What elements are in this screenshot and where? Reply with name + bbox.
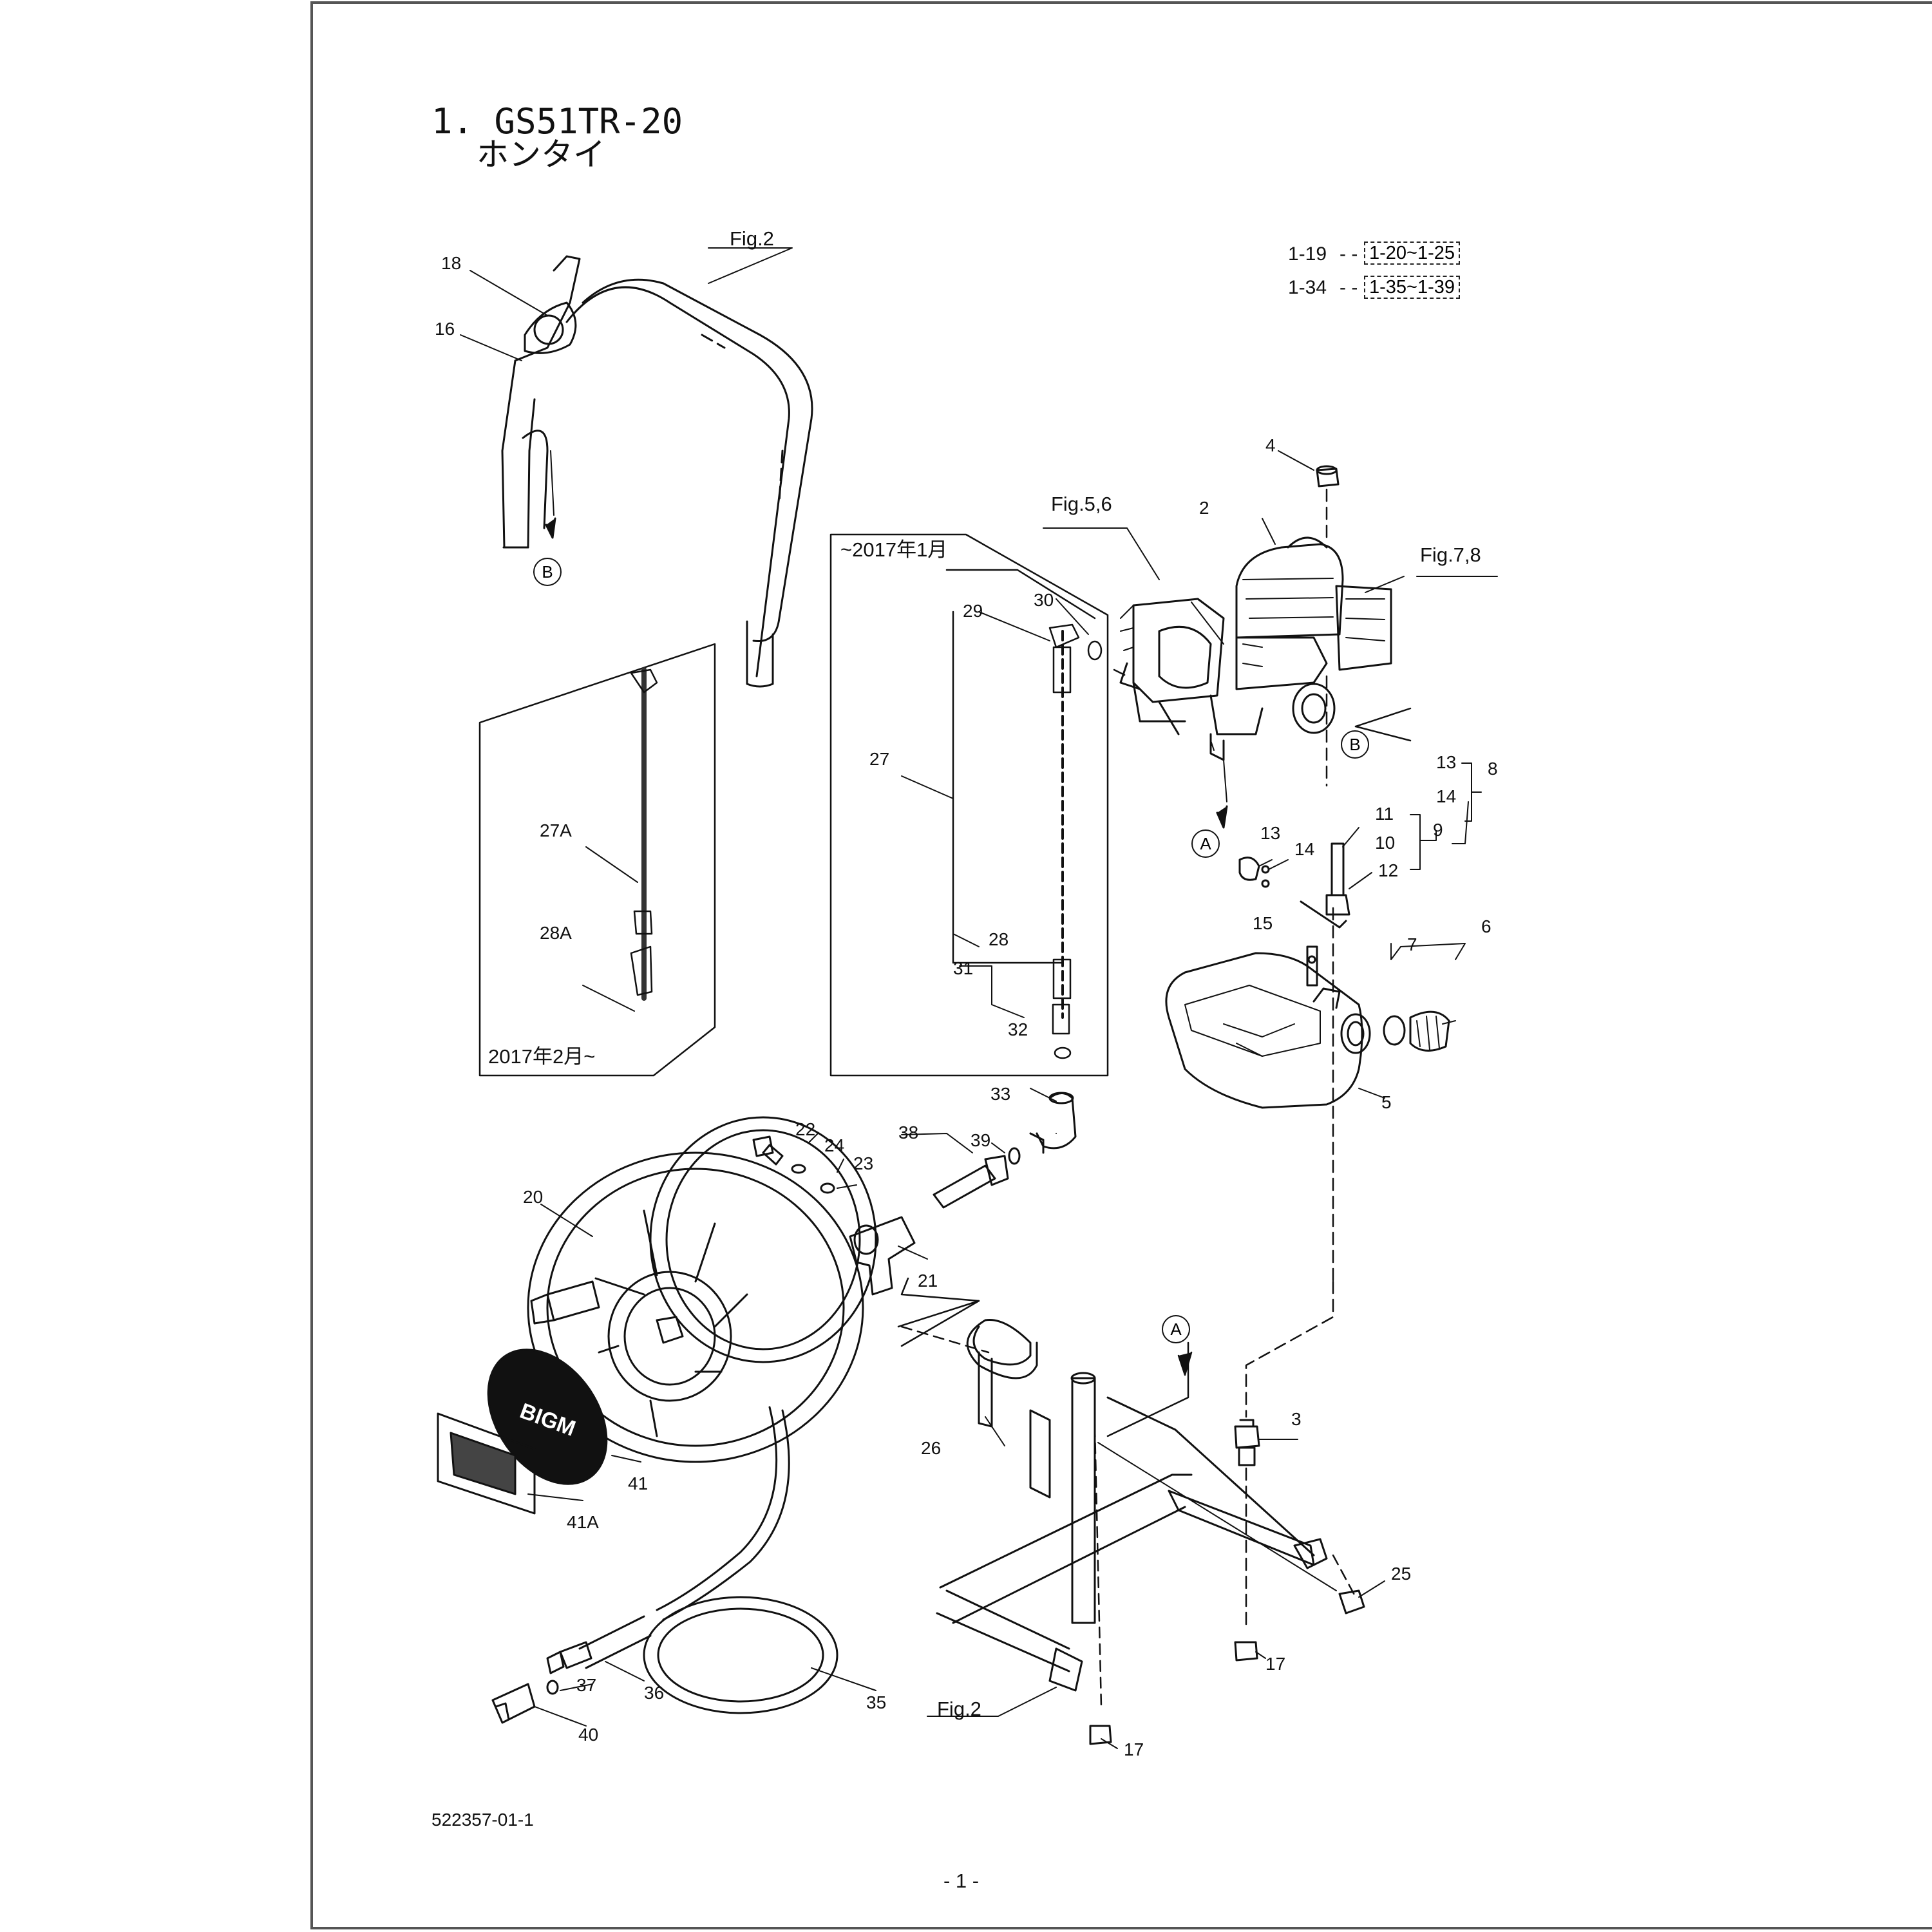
fig2-ref-bottom: Fig.2 bbox=[937, 1698, 981, 1720]
leader-lines bbox=[460, 247, 1498, 1749]
part-label-7: 7 bbox=[1407, 934, 1417, 954]
part-label-27: 27 bbox=[869, 749, 890, 769]
part-label-18: 18 bbox=[441, 253, 462, 273]
drawing-number: 522357-01-1 bbox=[431, 1810, 534, 1830]
part-label-40: 40 bbox=[578, 1725, 599, 1745]
washer-24 bbox=[791, 1164, 806, 1174]
part-label-33: 33 bbox=[990, 1084, 1011, 1104]
part-label-8: 8 bbox=[1488, 759, 1498, 779]
part-label-4: 4 bbox=[1265, 435, 1276, 455]
nut-25 bbox=[1338, 1589, 1365, 1615]
bolt-22 bbox=[752, 1135, 784, 1166]
part-label-41a: 41A bbox=[567, 1512, 599, 1532]
decal-41A bbox=[437, 1412, 536, 1515]
elbow-33 bbox=[1029, 1092, 1077, 1154]
part-label-25: 25 bbox=[1391, 1564, 1412, 1584]
hose-hook-26 bbox=[966, 1318, 1038, 1428]
part-label-15: 15 bbox=[1253, 913, 1273, 933]
page-title: 1. GS51TR-20 bbox=[431, 101, 683, 142]
a-leader bbox=[1106, 1341, 1193, 1437]
range-note-1-box: 1-20~1-25 bbox=[1364, 242, 1461, 265]
washer-37 bbox=[546, 1680, 559, 1695]
part-label-28: 28 bbox=[989, 929, 1009, 949]
hose-35 bbox=[546, 1406, 838, 1714]
engine-alignment-lines bbox=[1113, 488, 1334, 1283]
fig2-ref-top: Fig.2 bbox=[730, 227, 774, 250]
variant-box-new bbox=[478, 643, 716, 1077]
b-leader bbox=[1354, 707, 1412, 742]
connector-b-top: B bbox=[533, 558, 562, 586]
range-note-1-from: 1-19 bbox=[1288, 243, 1327, 265]
part-label-10: 10 bbox=[1375, 833, 1396, 853]
range-note-2-from: 1-34 bbox=[1288, 277, 1327, 298]
part-label-28a: 28A bbox=[540, 923, 572, 943]
part-label-11: 11 bbox=[1375, 804, 1394, 824]
part-label-37: 37 bbox=[576, 1675, 597, 1695]
part-label-14-right: 14 bbox=[1436, 786, 1457, 806]
part-label-6: 6 bbox=[1481, 916, 1492, 936]
part-label-16: 16 bbox=[435, 319, 455, 339]
page-number: - 1 - bbox=[943, 1870, 980, 1892]
engine-assembly bbox=[1119, 536, 1392, 829]
range-note-2-box: 1-35~1-39 bbox=[1364, 276, 1461, 299]
part-label-41: 41 bbox=[628, 1473, 649, 1493]
page-subtitle: ホンタイ bbox=[477, 136, 605, 173]
reel-bracket-21 bbox=[849, 1216, 980, 1347]
fuel-line-route bbox=[1245, 1280, 1334, 1631]
part-label-31: 31 bbox=[953, 958, 974, 978]
variant-label-new: 2017年2月~ bbox=[488, 1045, 596, 1068]
part-label-26: 26 bbox=[921, 1438, 942, 1458]
page-frame bbox=[310, 1, 1932, 1929]
part-label-5: 5 bbox=[1381, 1092, 1392, 1112]
part-label-32: 32 bbox=[1008, 1019, 1028, 1039]
part-label-30: 30 bbox=[1034, 590, 1054, 610]
part-label-17-left: 17 bbox=[1124, 1739, 1144, 1759]
fig56-ref: Fig.5,6 bbox=[1051, 493, 1112, 515]
connector-b-engine: B bbox=[1341, 730, 1369, 759]
fitting-3 bbox=[1234, 1419, 1260, 1466]
part-label-22: 22 bbox=[795, 1119, 816, 1139]
fuel-cock-parts bbox=[1238, 842, 1350, 987]
part-label-12: 12 bbox=[1378, 860, 1399, 880]
part-label-38: 38 bbox=[898, 1122, 919, 1142]
part-label-36: 36 bbox=[644, 1683, 665, 1703]
variant-label-old: ~2017年1月 bbox=[840, 538, 948, 561]
coupler-40 bbox=[491, 1683, 536, 1724]
part-label-14-left: 14 bbox=[1294, 839, 1315, 859]
frame-alignment-lines bbox=[900, 1325, 1357, 1708]
throttle-lever bbox=[501, 255, 581, 549]
fuel-tank bbox=[1165, 952, 1450, 1109]
emblem-41: BIGM bbox=[487, 1349, 608, 1485]
hose-reel bbox=[527, 1116, 877, 1463]
part-label-39: 39 bbox=[971, 1130, 991, 1150]
part-label-21: 21 bbox=[918, 1271, 938, 1291]
part-label-13-left: 13 bbox=[1260, 823, 1281, 843]
connector-a-frame: A bbox=[1162, 1315, 1190, 1343]
part-label-2: 2 bbox=[1199, 498, 1209, 518]
part-label-35: 35 bbox=[866, 1692, 887, 1712]
part-label-17-right: 17 bbox=[1265, 1654, 1286, 1674]
part-label-20: 20 bbox=[523, 1187, 544, 1207]
part-label-13-right: 13 bbox=[1436, 752, 1457, 772]
nut-17-left bbox=[1089, 1725, 1112, 1745]
part-label-3: 3 bbox=[1291, 1409, 1302, 1429]
variant-box-old bbox=[829, 533, 1109, 1077]
part-label-23: 23 bbox=[853, 1153, 874, 1173]
handle-bar bbox=[565, 278, 813, 688]
shaft-38 bbox=[933, 1147, 1021, 1209]
part-label-27a: 27A bbox=[540, 820, 572, 840]
part-label-24: 24 bbox=[824, 1135, 845, 1155]
part-label-9: 9 bbox=[1433, 820, 1443, 840]
fig78-ref: Fig.7,8 bbox=[1420, 544, 1481, 566]
nut-17-right bbox=[1234, 1641, 1258, 1662]
connector-a-engine: A bbox=[1191, 829, 1220, 858]
cap-nut-4 bbox=[1316, 465, 1340, 488]
frame-stand bbox=[936, 1372, 1337, 1692]
washer-23 bbox=[820, 1182, 835, 1194]
part-label-29: 29 bbox=[963, 601, 983, 621]
